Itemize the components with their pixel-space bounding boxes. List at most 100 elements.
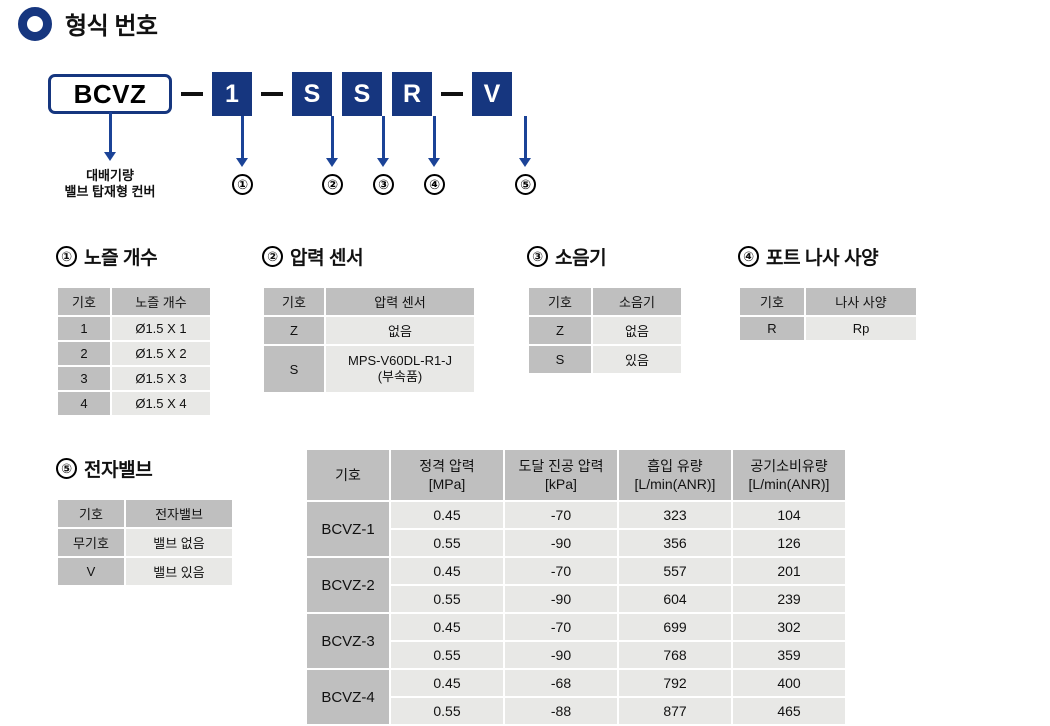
- table-row: BCVZ-4 0.45 -68 792 400: [307, 670, 845, 724]
- cell-symbol: Z: [264, 317, 324, 344]
- callout-arrow-3: [377, 158, 389, 167]
- col-header-symbol: 기호: [58, 288, 110, 315]
- code-separator-dash: [441, 92, 463, 96]
- cell-value: 밸브 없음: [126, 529, 232, 556]
- cell-value: Ø1.5 X 2: [112, 342, 210, 365]
- option-heading-3: ③ 소음기: [527, 243, 607, 270]
- cell-vacuum-pressure: -90: [505, 586, 617, 612]
- callout-marker-3: ③: [373, 174, 394, 195]
- cell-symbol: 2: [58, 342, 110, 365]
- option-title-3: 소음기: [555, 248, 607, 269]
- table-row: BCVZ-1 0.45 -70 323 104: [307, 502, 845, 556]
- option-title-1: 노즐 개수: [84, 248, 158, 269]
- table-row: BCVZ-3 0.45 -70 699 302: [307, 614, 845, 668]
- col-header-air-consumption: 공기소비유량 [L/min(ANR)]: [733, 450, 845, 500]
- option-marker-5: ⑤: [56, 458, 77, 479]
- cell-value: Ø1.5 X 3: [112, 367, 210, 390]
- cell-rated-pressure: 0.45: [391, 502, 503, 528]
- col-header-symbol: 기호: [58, 500, 124, 527]
- cell-symbol: 1: [58, 317, 110, 340]
- option-heading-4: ④ 포트 나사 사양: [738, 243, 879, 270]
- table-row: 2 Ø1.5 X 2: [58, 342, 210, 365]
- col-header-value: 소음기: [593, 288, 681, 315]
- callout-line-4: [433, 116, 436, 160]
- cell-symbol: V: [58, 558, 124, 585]
- model-base-caption: 대배기량 밸브 탑재형 컨버: [64, 168, 156, 200]
- table-row: V 밸브 있음: [58, 558, 232, 585]
- cell-symbol: 4: [58, 392, 110, 415]
- model-code-diagram: BCVZ 1 S S R V: [48, 72, 512, 116]
- cell-value: 밸브 있음: [126, 558, 232, 585]
- cell-suction-flow: 604: [619, 586, 731, 612]
- col-header-vacuum-pressure: 도달 진공 압력 [kPa]: [505, 450, 617, 500]
- cell-value: 없음: [326, 317, 474, 344]
- cell-rated-pressure: 0.55: [391, 642, 503, 668]
- callout-arrow-base: [104, 152, 116, 161]
- table-row: 0.55 -90 356 126: [307, 530, 845, 556]
- cell-value: Rp: [806, 317, 916, 340]
- table-row: S MPS-V60DL-R1-J (부속품): [264, 346, 474, 392]
- cell-symbol: Z: [529, 317, 591, 344]
- table-row: 1 Ø1.5 X 1: [58, 317, 210, 340]
- page-header: 형식 번호: [18, 6, 158, 41]
- option-table-port-thread: 기호 나사 사양 R Rp: [738, 286, 918, 342]
- cell-suction-flow: 699: [619, 614, 731, 640]
- table-row: BCVZ-2 0.45 -70 557 201: [307, 558, 845, 612]
- callout-line-base: [109, 112, 112, 154]
- table-header-row: 기호 소음기: [529, 288, 681, 315]
- callout-arrow-5: [519, 158, 531, 167]
- cell-rated-pressure: 0.45: [391, 614, 503, 640]
- table-row: 3 Ø1.5 X 3: [58, 367, 210, 390]
- cell-symbol: BCVZ-2: [307, 558, 389, 612]
- option-marker-4: ④: [738, 246, 759, 267]
- callout-line-2: [331, 116, 334, 160]
- cell-vacuum-pressure: -68: [505, 670, 617, 696]
- cell-rated-pressure: 0.45: [391, 558, 503, 584]
- code-segment-3: S: [342, 72, 382, 116]
- option-marker-2: ②: [262, 246, 283, 267]
- table-row: R Rp: [740, 317, 916, 340]
- option-marker-1: ①: [56, 246, 77, 267]
- callout-arrow-4: [428, 158, 440, 167]
- cell-air-consumption: 126: [733, 530, 845, 556]
- callout-line-5: [524, 116, 527, 160]
- cell-value: Ø1.5 X 1: [112, 317, 210, 340]
- option-heading-1: ① 노즐 개수: [56, 243, 158, 270]
- col-header-suction-flow: 흡입 유량 [L/min(ANR)]: [619, 450, 731, 500]
- cell-symbol: BCVZ-4: [307, 670, 389, 724]
- cell-air-consumption: 359: [733, 642, 845, 668]
- callout-arrow-2: [326, 158, 338, 167]
- code-separator-dash: [181, 92, 203, 96]
- table-header-row: 기호 전자밸브: [58, 500, 232, 527]
- cell-symbol: R: [740, 317, 804, 340]
- cell-suction-flow: 323: [619, 502, 731, 528]
- option-table-silencer: 기호 소음기 Z 없음 S 있음: [527, 286, 683, 375]
- table-header-row: 기호 압력 센서: [264, 288, 474, 315]
- cell-rated-pressure: 0.55: [391, 698, 503, 724]
- cell-symbol: 3: [58, 367, 110, 390]
- cell-value: 있음: [593, 346, 681, 373]
- col-header-rated-pressure: 정격 압력 [MPa]: [391, 450, 503, 500]
- col-header-symbol: 기호: [307, 450, 389, 500]
- page-title: 형식 번호: [65, 13, 158, 40]
- cell-suction-flow: 356: [619, 530, 731, 556]
- cell-vacuum-pressure: -70: [505, 558, 617, 584]
- cell-rated-pressure: 0.55: [391, 586, 503, 612]
- cell-air-consumption: 104: [733, 502, 845, 528]
- cell-vacuum-pressure: -70: [505, 614, 617, 640]
- cell-rated-pressure: 0.55: [391, 530, 503, 556]
- cell-suction-flow: 792: [619, 670, 731, 696]
- col-header-value: 나사 사양: [806, 288, 916, 315]
- table-row: 4 Ø1.5 X 4: [58, 392, 210, 415]
- option-table-nozzle-count: 기호 노즐 개수 1 Ø1.5 X 1 2 Ø1.5 X 2 3 Ø1.5 X …: [56, 286, 212, 417]
- cell-vacuum-pressure: -90: [505, 642, 617, 668]
- cell-vacuum-pressure: -88: [505, 698, 617, 724]
- option-title-5: 전자밸브: [84, 460, 153, 481]
- option-heading-2: ② 압력 센서: [262, 243, 364, 270]
- col-header-value: 전자밸브: [126, 500, 232, 527]
- callout-line-1: [241, 116, 244, 160]
- table-header-row: 기호 나사 사양: [740, 288, 916, 315]
- cell-suction-flow: 877: [619, 698, 731, 724]
- option-marker-3: ③: [527, 246, 548, 267]
- option-table-solenoid-valve: 기호 전자밸브 무기호 밸브 없음 V 밸브 있음: [56, 498, 234, 587]
